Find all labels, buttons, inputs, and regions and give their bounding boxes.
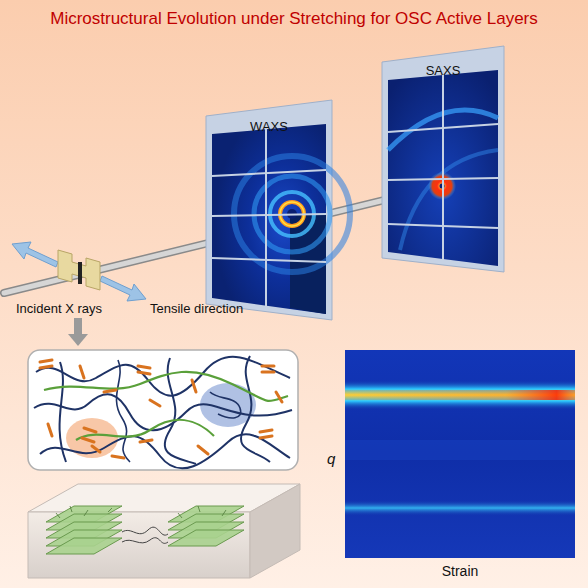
saxs-detector <box>382 46 504 272</box>
zoom-arrow-part <box>68 334 88 346</box>
waxs-detector-part <box>212 258 326 262</box>
blend-morphology-sketch <box>28 350 298 470</box>
blend-morphology-sketch-part-part <box>80 366 84 378</box>
strain-heatmap-part <box>345 500 575 516</box>
molecular-stacking-slab <box>28 484 300 578</box>
axis-label: q <box>327 450 335 467</box>
film-sample <box>58 250 100 290</box>
waxs-detector <box>206 100 350 320</box>
axis-label: Strain <box>345 563 575 579</box>
blend-morphology-sketch-part-part <box>40 360 52 362</box>
blend-morphology-sketch-part <box>60 362 66 462</box>
detector-label: WAXS <box>212 117 326 134</box>
blend-morphology-sketch-part-part <box>112 456 124 458</box>
blend-morphology-sketch-part-part <box>48 424 52 436</box>
beam-label: Incident X rays <box>16 301 102 316</box>
blend-morphology-sketch-part-part <box>138 372 150 374</box>
blend-morphology-sketch-part <box>40 360 282 458</box>
film-sample-part <box>58 250 100 290</box>
zoom-arrow-part <box>74 318 82 334</box>
molecular-stacking-slab-part-part <box>168 530 244 546</box>
tensile-arrows <box>12 242 146 301</box>
blend-morphology-sketch-part <box>34 394 292 430</box>
blend-morphology-sketch-part <box>44 372 288 401</box>
strain-heatmap <box>345 350 575 558</box>
waxs-detector-part <box>212 124 326 314</box>
molecular-stacking-slab-part <box>46 506 244 554</box>
saxs-detector-part <box>400 150 498 250</box>
blend-morphology-sketch-part <box>28 350 298 470</box>
molecular-stacking-slab-part <box>122 527 168 535</box>
tensile-arrows-part <box>12 242 58 267</box>
waxs-detector-part <box>212 170 326 176</box>
molecular-stacking-slab-part <box>28 512 250 578</box>
waxs-panel: WAXS <box>212 124 326 312</box>
film-sample-part <box>78 262 82 284</box>
blend-morphology-sketch-part-part <box>276 392 282 402</box>
molecular-stacking-slab-part-part <box>56 506 226 518</box>
blend-morphology-sketch-part <box>76 420 214 440</box>
blend-morphology-sketch-part-part <box>260 436 272 438</box>
molecular-stacking-slab-part <box>56 506 226 518</box>
blend-morphology-sketch-part-part <box>92 446 100 452</box>
blend-morphology-sketch-part <box>116 360 130 462</box>
strain-heatmap-part <box>345 350 575 558</box>
blend-morphology-sketch-part-part <box>140 440 152 442</box>
saxs-detector-part <box>388 70 498 266</box>
blend-morphology-sketch-part-part <box>198 446 208 454</box>
direction-label: Tensile direction <box>150 301 243 316</box>
blend-morphology-sketch-part-part <box>260 430 272 432</box>
blend-morphology-sketch-part-part <box>262 365 274 368</box>
blend-morphology-sketch-part-part <box>84 428 96 432</box>
molecular-stacking-slab-part-part <box>46 538 122 554</box>
strain-heatmap-part <box>345 390 575 400</box>
strain-heatmap-part <box>345 380 575 410</box>
blend-morphology-sketch-part-part <box>150 400 160 406</box>
blend-morphology-sketch-part-part <box>262 371 274 374</box>
molecular-stacking-slab-part <box>250 484 300 578</box>
waxs-detector-part <box>206 100 332 320</box>
blend-morphology-sketch-part-part <box>138 366 150 368</box>
strain-heatmap-part <box>345 440 575 460</box>
zoom-arrow <box>68 318 88 346</box>
molecular-stacking-slab-part <box>122 538 168 544</box>
blend-morphology-sketch-part-part <box>40 366 52 368</box>
saxs-detector-part <box>442 74 444 260</box>
waxs-detector-part <box>212 214 326 216</box>
detector-label: SAXS <box>388 61 498 78</box>
blend-morphology-sketch-part-part <box>104 390 116 392</box>
waxs-detector-part <box>265 128 267 306</box>
tensile-arrows-part <box>100 276 146 301</box>
saxs-panel: SAXS <box>388 68 498 252</box>
saxs-detector-part <box>382 46 504 272</box>
blend-morphology-sketch-part-part <box>82 438 94 442</box>
title: Microstructural Evolution under Stretchi… <box>4 9 584 29</box>
blend-morphology-sketch-part-part <box>192 380 196 392</box>
blend-morphology-sketch-part <box>210 392 241 418</box>
